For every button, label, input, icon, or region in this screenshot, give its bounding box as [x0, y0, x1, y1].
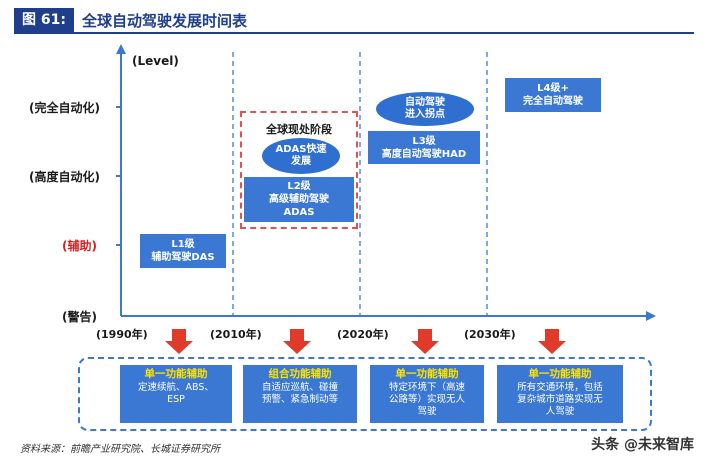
function-title: 组合功能辅助	[268, 368, 332, 380]
inflection-bubble: 自动驾驶 进入拐点	[376, 92, 474, 126]
stage-l3-name: 高度自动驾驶HAD	[381, 148, 467, 160]
stage-l4-box: L4级+ 完全自动驾驶	[505, 78, 601, 112]
function-title: 单一功能辅助	[395, 368, 459, 380]
function-panel	[78, 357, 652, 431]
year-label-2010: (2010年)	[210, 328, 262, 341]
stage-l1-name: 辅助驾驶DAS	[151, 252, 215, 263]
figure-title-bar: 图 61: 全球自动驾驶发展时间表	[14, 8, 694, 34]
function-title: 单一功能辅助	[528, 368, 592, 380]
x-axis-arrow	[646, 311, 656, 321]
adas-growth-bubble: ADAS快速 发展	[262, 138, 340, 174]
source-note: 资料来源：前瞻产业研究院、长城证券研究所	[20, 444, 220, 455]
stage-l1-box: L1级 辅助驾驶DAS	[140, 234, 226, 268]
level-label-warning: (警告)	[62, 310, 97, 324]
function-box-4: 单一功能辅助 所有交通环境，包括 复杂城市道路实现无 人驾驶	[497, 365, 623, 423]
stage-l2-box: L2级 高级辅助驾驶 ADAS	[244, 177, 354, 222]
function-box-2: 组合功能辅助 自适应巡航、碰撞 预警、紧急制动等	[243, 365, 357, 423]
stage-l4-name: 完全自动驾驶	[523, 96, 583, 107]
stage-l2-name: 高级辅助驾驶	[269, 194, 329, 205]
level-label-full-auto: (完全自动化)	[29, 101, 100, 115]
y-axis-arrow	[116, 44, 126, 54]
year-label-2030: (2030年)	[464, 328, 516, 341]
watermark-text: 头条 @未来智库	[591, 437, 694, 453]
figure-number: 图 61:	[14, 8, 74, 32]
function-box-1: 单一功能辅助 定速续航、ABS、 ESP	[120, 365, 232, 423]
stage-l4-level: L4级+	[537, 83, 569, 94]
year-label-1990: (1990年)	[96, 328, 148, 341]
transition-arrows	[165, 329, 566, 354]
stage-l2-abbr: ADAS	[283, 207, 315, 218]
stage-l3-box: L3级 高度自动驾驶HAD	[368, 131, 480, 164]
function-box-3: 单一功能辅助 特定环境下（高速 公路等）实现无人 驾驶	[370, 365, 484, 423]
level-label-assist: (辅助)	[62, 239, 97, 253]
watermark: 头条 @未来智库	[591, 434, 694, 454]
function-title: 单一功能辅助	[144, 368, 208, 380]
stage-l1-level: L1级	[171, 239, 195, 250]
figure-title: 全球自动驾驶发展时间表	[81, 11, 247, 30]
y-axis-unit-label: (Level)	[132, 54, 179, 68]
level-label-high-auto: (高度自动化)	[29, 170, 100, 184]
stage-l3-level: L3级	[412, 135, 436, 147]
current-stage-group: 全球现处阶段	[240, 111, 358, 229]
year-label-2020: (2020年)	[337, 328, 389, 341]
stage-l2-level: L2级	[287, 181, 311, 192]
current-stage-title: 全球现处阶段	[266, 123, 332, 136]
